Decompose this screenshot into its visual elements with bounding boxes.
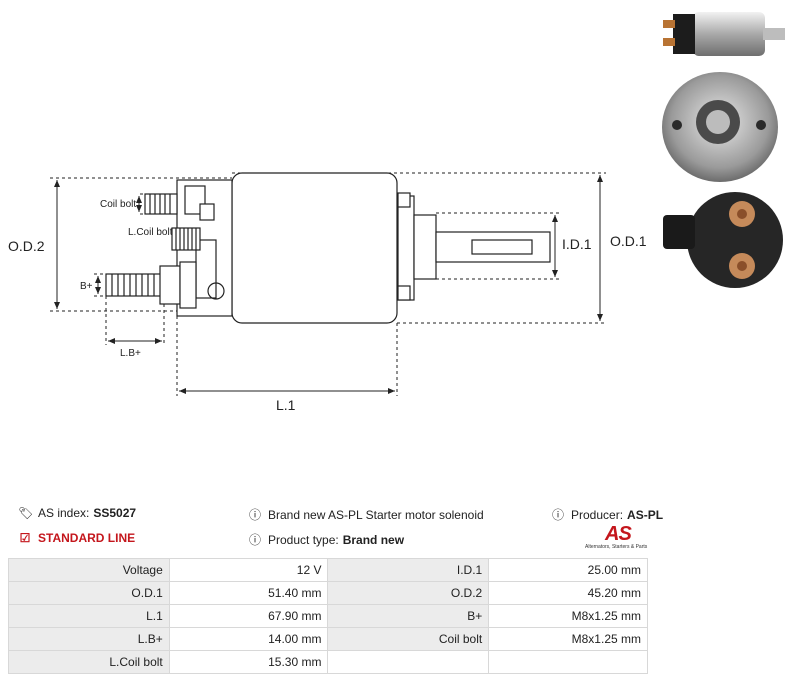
spec-label: Voltage <box>8 558 170 582</box>
spec-value: 45.20 mm <box>488 581 648 605</box>
spec-label: O.D.1 <box>8 581 170 605</box>
tag-icon: 🏷︎ <box>18 506 34 520</box>
producer-label: Producer: <box>571 507 624 522</box>
spec-label: O.D.2 <box>327 581 490 605</box>
table-row: L.B+ 14.00 mm Coil bolt M8x1.25 mm <box>8 627 648 651</box>
table-row: L.1 67.90 mm B+ M8x1.25 mm <box>8 604 648 628</box>
product-info: 🏷︎ AS index: SS5027 ☑ STANDARD LINE ⓘ Br… <box>0 500 800 560</box>
specifications-table: Voltage 12 V I.D.1 25.00 mm O.D.1 51.40 … <box>8 558 648 674</box>
solenoid-rear-photo <box>663 192 783 288</box>
standard-line-badge: ☑ STANDARD LINE <box>18 531 136 545</box>
as-pl-logo: AS Alternators, Starters & Parts <box>585 523 655 553</box>
checkbox-icon: ☑ <box>19 531 31 545</box>
spec-label: Coil bolt <box>327 627 490 651</box>
info-icon: ⓘ <box>551 508 564 522</box>
spec-value: 15.30 mm <box>168 650 329 674</box>
solenoid-side-photo <box>663 12 785 56</box>
info-icon: ⓘ <box>248 533 261 547</box>
spec-label: L.Coil bolt <box>8 650 170 674</box>
spec-label-empty <box>327 650 490 674</box>
table-row: Voltage 12 V I.D.1 25.00 mm <box>8 558 648 582</box>
b-plus-label: B+ <box>80 281 93 292</box>
spec-value-empty <box>488 650 648 674</box>
spec-label: I.D.1 <box>327 558 490 582</box>
info-icon: ⓘ <box>248 508 261 522</box>
product-type-label: Product type: <box>268 532 339 547</box>
product-photos <box>662 12 785 288</box>
spec-value: 25.00 mm <box>488 558 648 582</box>
spec-value: 14.00 mm <box>168 627 329 651</box>
table-row: O.D.1 51.40 mm O.D.2 45.20 mm <box>8 581 648 605</box>
solenoid-technical-drawing: O.D.2 O.D.1 I.D.1 L.1 Coil bolt L.Coil b… <box>8 172 647 413</box>
description: ⓘ Brand new AS-PL Starter motor solenoid <box>248 506 484 523</box>
l1-label: L.1 <box>276 397 296 413</box>
solenoid-body <box>231 172 398 324</box>
od1-label: O.D.1 <box>610 233 647 249</box>
od2-label: O.D.2 <box>8 238 45 254</box>
product-type: ⓘ Product type: Brand new <box>248 531 404 548</box>
solenoid-front-photo <box>662 72 778 182</box>
description-text: Brand new AS-PL Starter motor solenoid <box>268 507 484 522</box>
spec-value: 67.90 mm <box>168 604 329 628</box>
table-row: L.Coil bolt 15.30 mm <box>8 650 648 674</box>
as-index-value: SS5027 <box>93 506 137 520</box>
spec-label: L.B+ <box>8 627 170 651</box>
spec-value: 12 V <box>168 558 329 582</box>
lb-plus-label: L.B+ <box>120 348 141 359</box>
coil-bolt-label: Coil bolt <box>100 199 136 210</box>
spec-label: B+ <box>327 604 490 628</box>
spec-label: L.1 <box>8 604 170 628</box>
logo-tagline: Alternators, Starters & Parts <box>585 544 648 550</box>
l-coil-bolt-label: L.Coil bolt <box>128 227 173 238</box>
spec-value: 51.40 mm <box>168 581 329 605</box>
logo-mark: AS <box>605 523 632 545</box>
spec-value: M8x1.25 mm <box>488 627 648 651</box>
standard-line-label: STANDARD LINE <box>38 531 136 545</box>
product-type-value: Brand new <box>342 532 405 547</box>
as-index-label: AS index: <box>38 506 90 520</box>
producer: ⓘ Producer: AS-PL <box>551 506 663 523</box>
spec-value: M8x1.25 mm <box>488 604 648 628</box>
as-index: 🏷︎ AS index: SS5027 <box>18 506 136 520</box>
producer-value: AS-PL <box>627 507 664 522</box>
id1-label: I.D.1 <box>562 236 592 252</box>
